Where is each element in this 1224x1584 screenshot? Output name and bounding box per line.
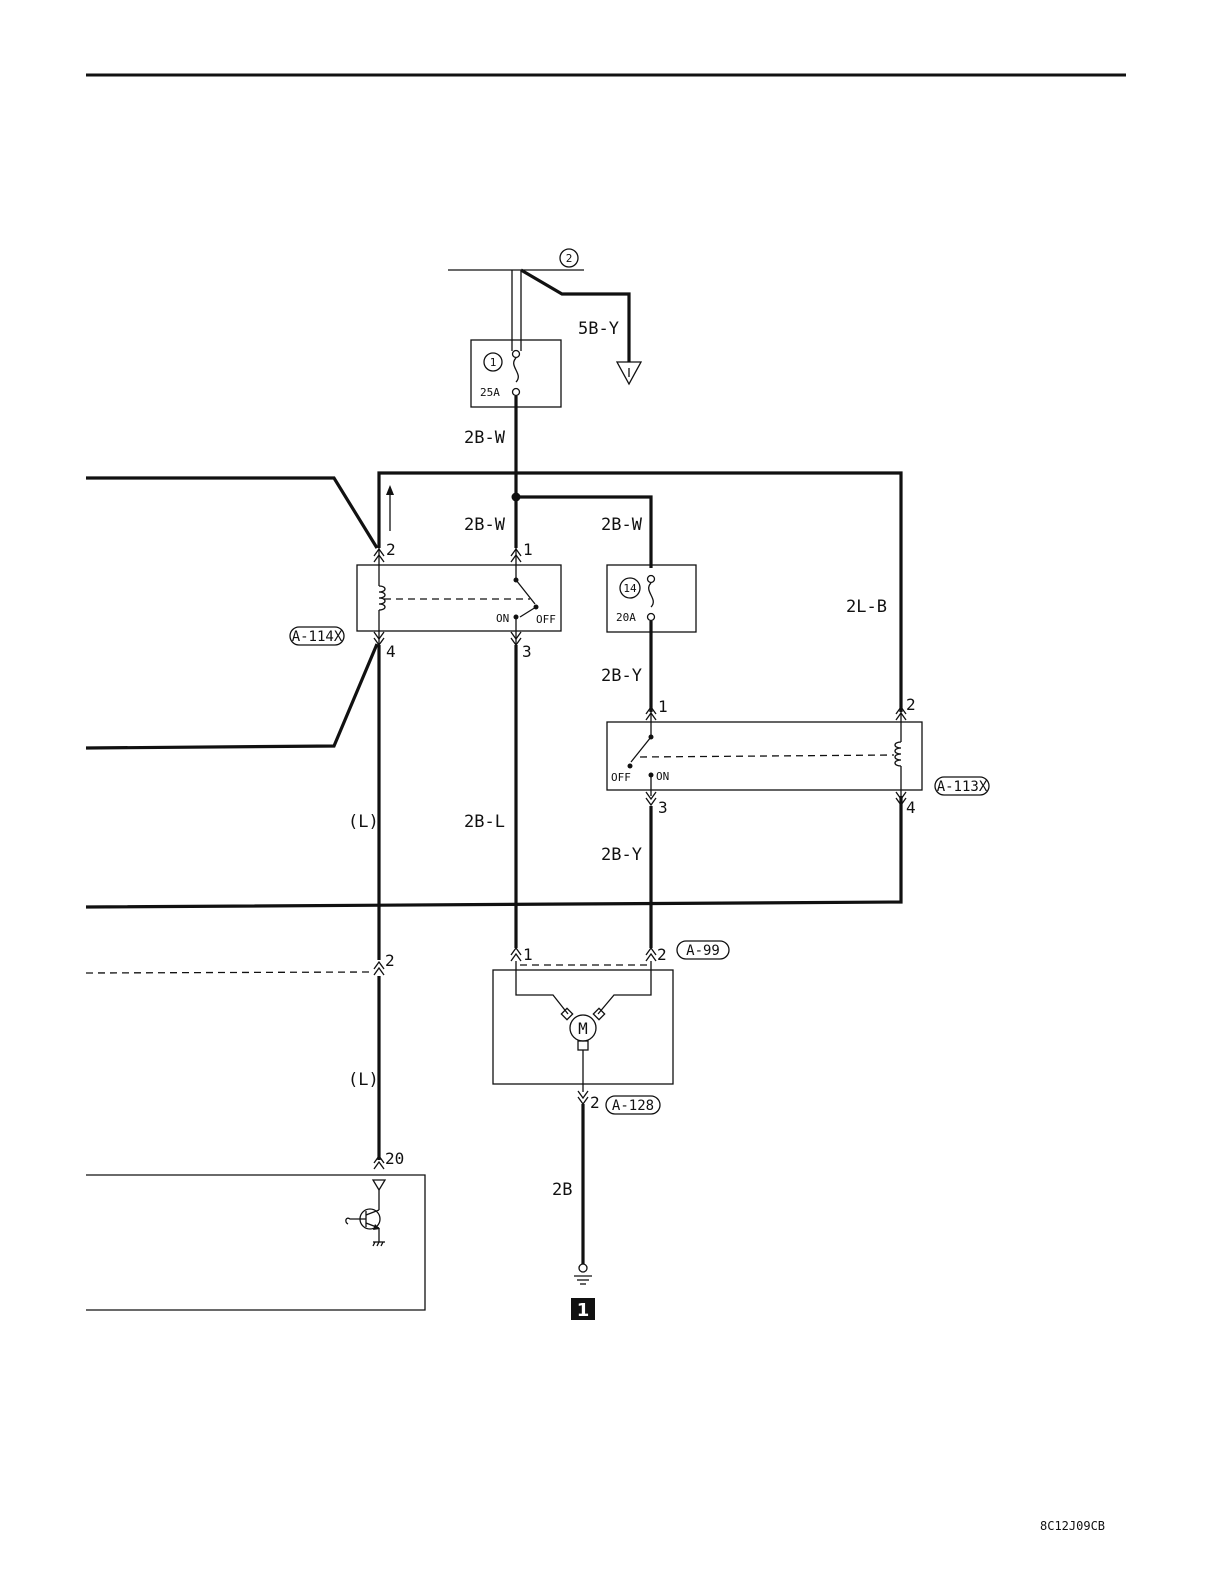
wire-label-2B: 2B bbox=[552, 1180, 572, 1200]
enclosure-outline bbox=[86, 473, 901, 907]
wire-label-2L-B: 2L-B bbox=[846, 597, 887, 617]
pin-motor-2: 2 bbox=[657, 945, 667, 964]
pin-a113x-3: 3 bbox=[658, 798, 668, 817]
motor-ground-connector: 2 A-128 bbox=[578, 1091, 660, 1114]
connector-tag-a-114x: A-114X bbox=[290, 627, 344, 645]
wire-label-5B-Y: 5B-Y bbox=[578, 319, 619, 339]
pin-a114x-1: 1 bbox=[523, 540, 533, 559]
connector-a-128-label: A-128 bbox=[612, 1098, 654, 1114]
pin-a114x-4: 4 bbox=[386, 642, 396, 661]
wire-label-2B-W-main: 2B-W bbox=[464, 428, 506, 448]
up-arrow bbox=[386, 485, 394, 531]
fuse-1-number: 1 bbox=[490, 356, 497, 369]
relay-a-113x: OFF ON 1 2 3 4 bbox=[607, 695, 922, 817]
wire-label-2B-Y-upper: 2B-Y bbox=[601, 666, 642, 686]
connector-a-114x-label: A-114X bbox=[292, 629, 343, 645]
ground-symbol: 1 bbox=[571, 1264, 595, 1321]
connector-tag-a-113x: A-113X bbox=[935, 777, 989, 795]
pin-a114x-2: 2 bbox=[386, 540, 396, 559]
fuse-1-rating: 25A bbox=[480, 386, 500, 399]
control-unit: 20 bbox=[86, 1149, 425, 1310]
wire-label-2B-L: 2B-L bbox=[464, 812, 505, 832]
pin-left-2: 2 bbox=[385, 951, 395, 970]
relay-a-113x-off: OFF bbox=[611, 771, 631, 784]
pin-a113x-4: 4 bbox=[906, 798, 916, 817]
relay-a-113x-on: ON bbox=[656, 770, 669, 783]
connector-a-113x-label: A-113X bbox=[937, 779, 988, 795]
pin-a114x-3: 3 bbox=[522, 642, 532, 661]
left-connector: 2 bbox=[374, 951, 395, 975]
connector-a-99-label: A-99 bbox=[686, 943, 720, 959]
wire-label-2B-Y-lower: 2B-Y bbox=[601, 845, 642, 865]
relay-a-114x: ON OFF 2 1 4 3 bbox=[357, 540, 561, 661]
top-bus-junction-label: 2 bbox=[566, 252, 573, 265]
pin-a113x-2: 2 bbox=[906, 695, 916, 714]
fuse-14-number: 14 bbox=[623, 582, 637, 595]
wire-label-2B-W-relay: 2B-W bbox=[464, 515, 506, 535]
relay-a-114x-on: ON bbox=[496, 612, 509, 625]
wire-label-2B-W-branch: 2B-W bbox=[601, 515, 643, 535]
relay-a-114x-off: OFF bbox=[536, 613, 556, 626]
fuse-14-rating: 20A bbox=[616, 611, 636, 624]
pin-ecu-20: 20 bbox=[385, 1149, 404, 1168]
pin-motor-ground-2: 2 bbox=[590, 1093, 600, 1112]
pin-a113x-1: 1 bbox=[658, 697, 668, 716]
wire-label-L-lower: (L) bbox=[348, 1070, 379, 1090]
pin-motor-1: 1 bbox=[523, 945, 533, 964]
wire-label-L-upper: (L) bbox=[348, 812, 379, 832]
figure-code: 8C12J09CB bbox=[1040, 1519, 1105, 1533]
motor-a-99: 1 2 M bbox=[493, 945, 673, 1092]
motor-symbol: M bbox=[578, 1019, 588, 1038]
connector-tag-a-99: A-99 bbox=[677, 941, 729, 959]
ground-point-label: 1 bbox=[577, 1300, 590, 1321]
top-bus: 2 5B-Y bbox=[448, 249, 641, 384]
